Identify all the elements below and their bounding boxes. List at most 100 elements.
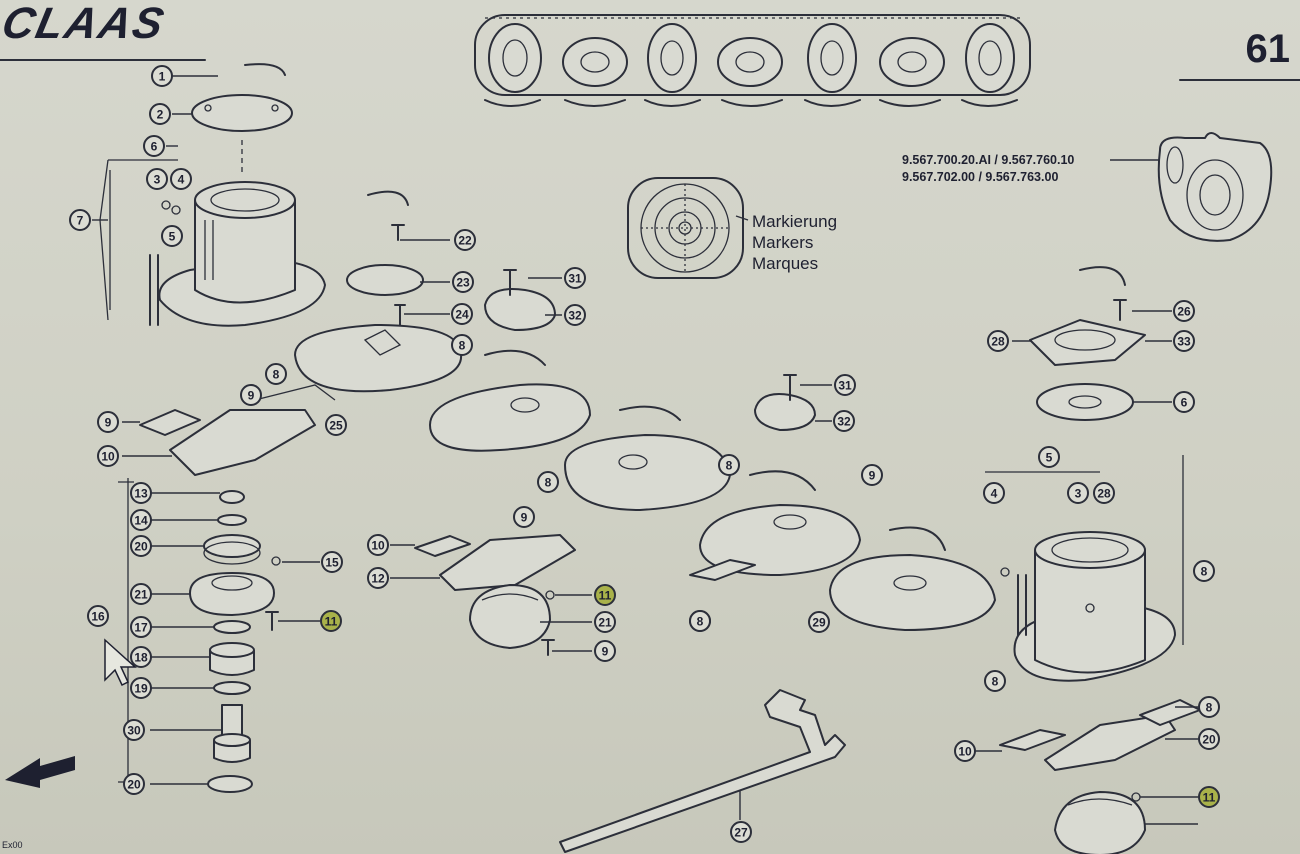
callout-8: 8: [718, 454, 740, 476]
callout-8: 8: [1198, 696, 1220, 718]
callout-number: 23: [456, 276, 470, 290]
callout-18: 18: [130, 646, 152, 668]
callout-number: 29: [812, 616, 826, 630]
part-number-line-2: 9.567.702.00 / 9.567.763.00: [902, 170, 1058, 184]
footer-code: Ex00: [2, 840, 23, 850]
callout-circle: [130, 509, 152, 531]
callout-8: 8: [537, 471, 559, 493]
callout-number: 9: [869, 469, 876, 483]
callout-4: 4: [170, 168, 192, 190]
callout-21: 21: [130, 583, 152, 605]
callout-9: 9: [861, 464, 883, 486]
callout-13: 13: [130, 482, 152, 504]
callout-circle: [689, 610, 711, 632]
callout-circle: [454, 229, 476, 251]
callout-32: 32: [564, 304, 586, 326]
brand-logo-text: CLAAS: [0, 0, 170, 48]
callout-20: 20: [1198, 728, 1220, 750]
callout-number: 6: [151, 140, 158, 154]
callout-number: 33: [1177, 335, 1191, 349]
callout-7: 7: [69, 209, 91, 231]
callout-number: 1: [159, 70, 166, 84]
callout-20: 20: [123, 773, 145, 795]
callout-8: 8: [1193, 560, 1215, 582]
callout-26: 26: [1173, 300, 1195, 322]
mower-discs: [139, 190, 996, 656]
callout-number: 6: [1181, 396, 1188, 410]
callout-number: 8: [273, 368, 280, 382]
callout-circle: [537, 471, 559, 493]
callout-circle: [143, 135, 165, 157]
callout-circle: [367, 567, 389, 589]
callout-circle: [594, 640, 616, 662]
callout-circle: [1038, 446, 1060, 468]
callout-32: 32: [833, 410, 855, 432]
callout-circle: [170, 168, 192, 190]
callout-number: 10: [101, 450, 115, 464]
callout-14: 14: [130, 509, 152, 531]
callout-25: 25: [325, 414, 347, 436]
callout-circle: [564, 267, 586, 289]
callout-11: 11: [320, 610, 342, 632]
callout-number: 5: [1046, 451, 1053, 465]
callout-circle: [1198, 696, 1220, 718]
callout-8: 8: [265, 363, 287, 385]
callout-circle: [325, 414, 347, 436]
callout-number: 8: [726, 459, 733, 473]
callout-33: 33: [1173, 330, 1195, 352]
callout-circle: [1198, 728, 1220, 750]
callout-number: 8: [545, 476, 552, 490]
callout-circle: [97, 411, 119, 433]
callout-circle: [808, 611, 830, 633]
callout-11: 11: [594, 584, 616, 606]
callout-number: 28: [1097, 487, 1111, 501]
callout-24: 24: [451, 303, 473, 325]
callout-8: 8: [984, 670, 1006, 692]
callout-number: 5: [169, 230, 176, 244]
callout-circle: [987, 330, 1009, 352]
callout-number: 21: [598, 616, 612, 630]
callout-circle: [451, 303, 473, 325]
callout-number: 30: [127, 724, 141, 738]
callout-number: 17: [134, 621, 148, 635]
callout-6: 6: [1173, 391, 1195, 413]
cutterbar-overview-thumbnail: [474, 14, 1031, 107]
callout-30: 30: [123, 719, 145, 741]
callout-number: 11: [599, 589, 612, 603]
callout-circle: [87, 605, 109, 627]
callout-number: 13: [134, 487, 148, 501]
part-number-line-1: 9.567.700.20.AI / 9.567.760.10: [902, 153, 1074, 167]
callout-20: 20: [130, 535, 152, 557]
callout-number: 32: [568, 309, 582, 323]
callout-circle: [321, 551, 343, 573]
callout-number: 26: [1177, 305, 1191, 319]
callout-circle: [123, 719, 145, 741]
callout-circle: [130, 482, 152, 504]
callout-circle: [594, 611, 616, 633]
callout-number: 9: [248, 389, 255, 403]
callout-number: 8: [697, 615, 704, 629]
callout-16: 16: [87, 605, 109, 627]
callout-circle: [834, 374, 856, 396]
marker-legend-fr: Marques: [752, 254, 818, 273]
callout-21: 21: [594, 611, 616, 633]
callout-circle: [265, 363, 287, 385]
callout-number: 8: [1206, 701, 1213, 715]
callout-5: 5: [1038, 446, 1060, 468]
callout-circle: [161, 225, 183, 247]
callout-number: 31: [838, 379, 852, 393]
callout-number: 7: [77, 214, 84, 228]
callout-number: 8: [459, 339, 466, 353]
callout-5: 5: [161, 225, 183, 247]
callout-number: 12: [371, 572, 385, 586]
callout-number: 27: [734, 826, 748, 840]
callout-circle: [954, 740, 976, 762]
callout-number: 19: [134, 682, 148, 696]
callout-circle: [320, 610, 342, 632]
callout-circle: [97, 445, 119, 467]
callout-number: 21: [134, 588, 148, 602]
callout-number: 31: [568, 272, 582, 286]
callout-28: 28: [987, 330, 1009, 352]
callout-number: 3: [1075, 487, 1082, 501]
